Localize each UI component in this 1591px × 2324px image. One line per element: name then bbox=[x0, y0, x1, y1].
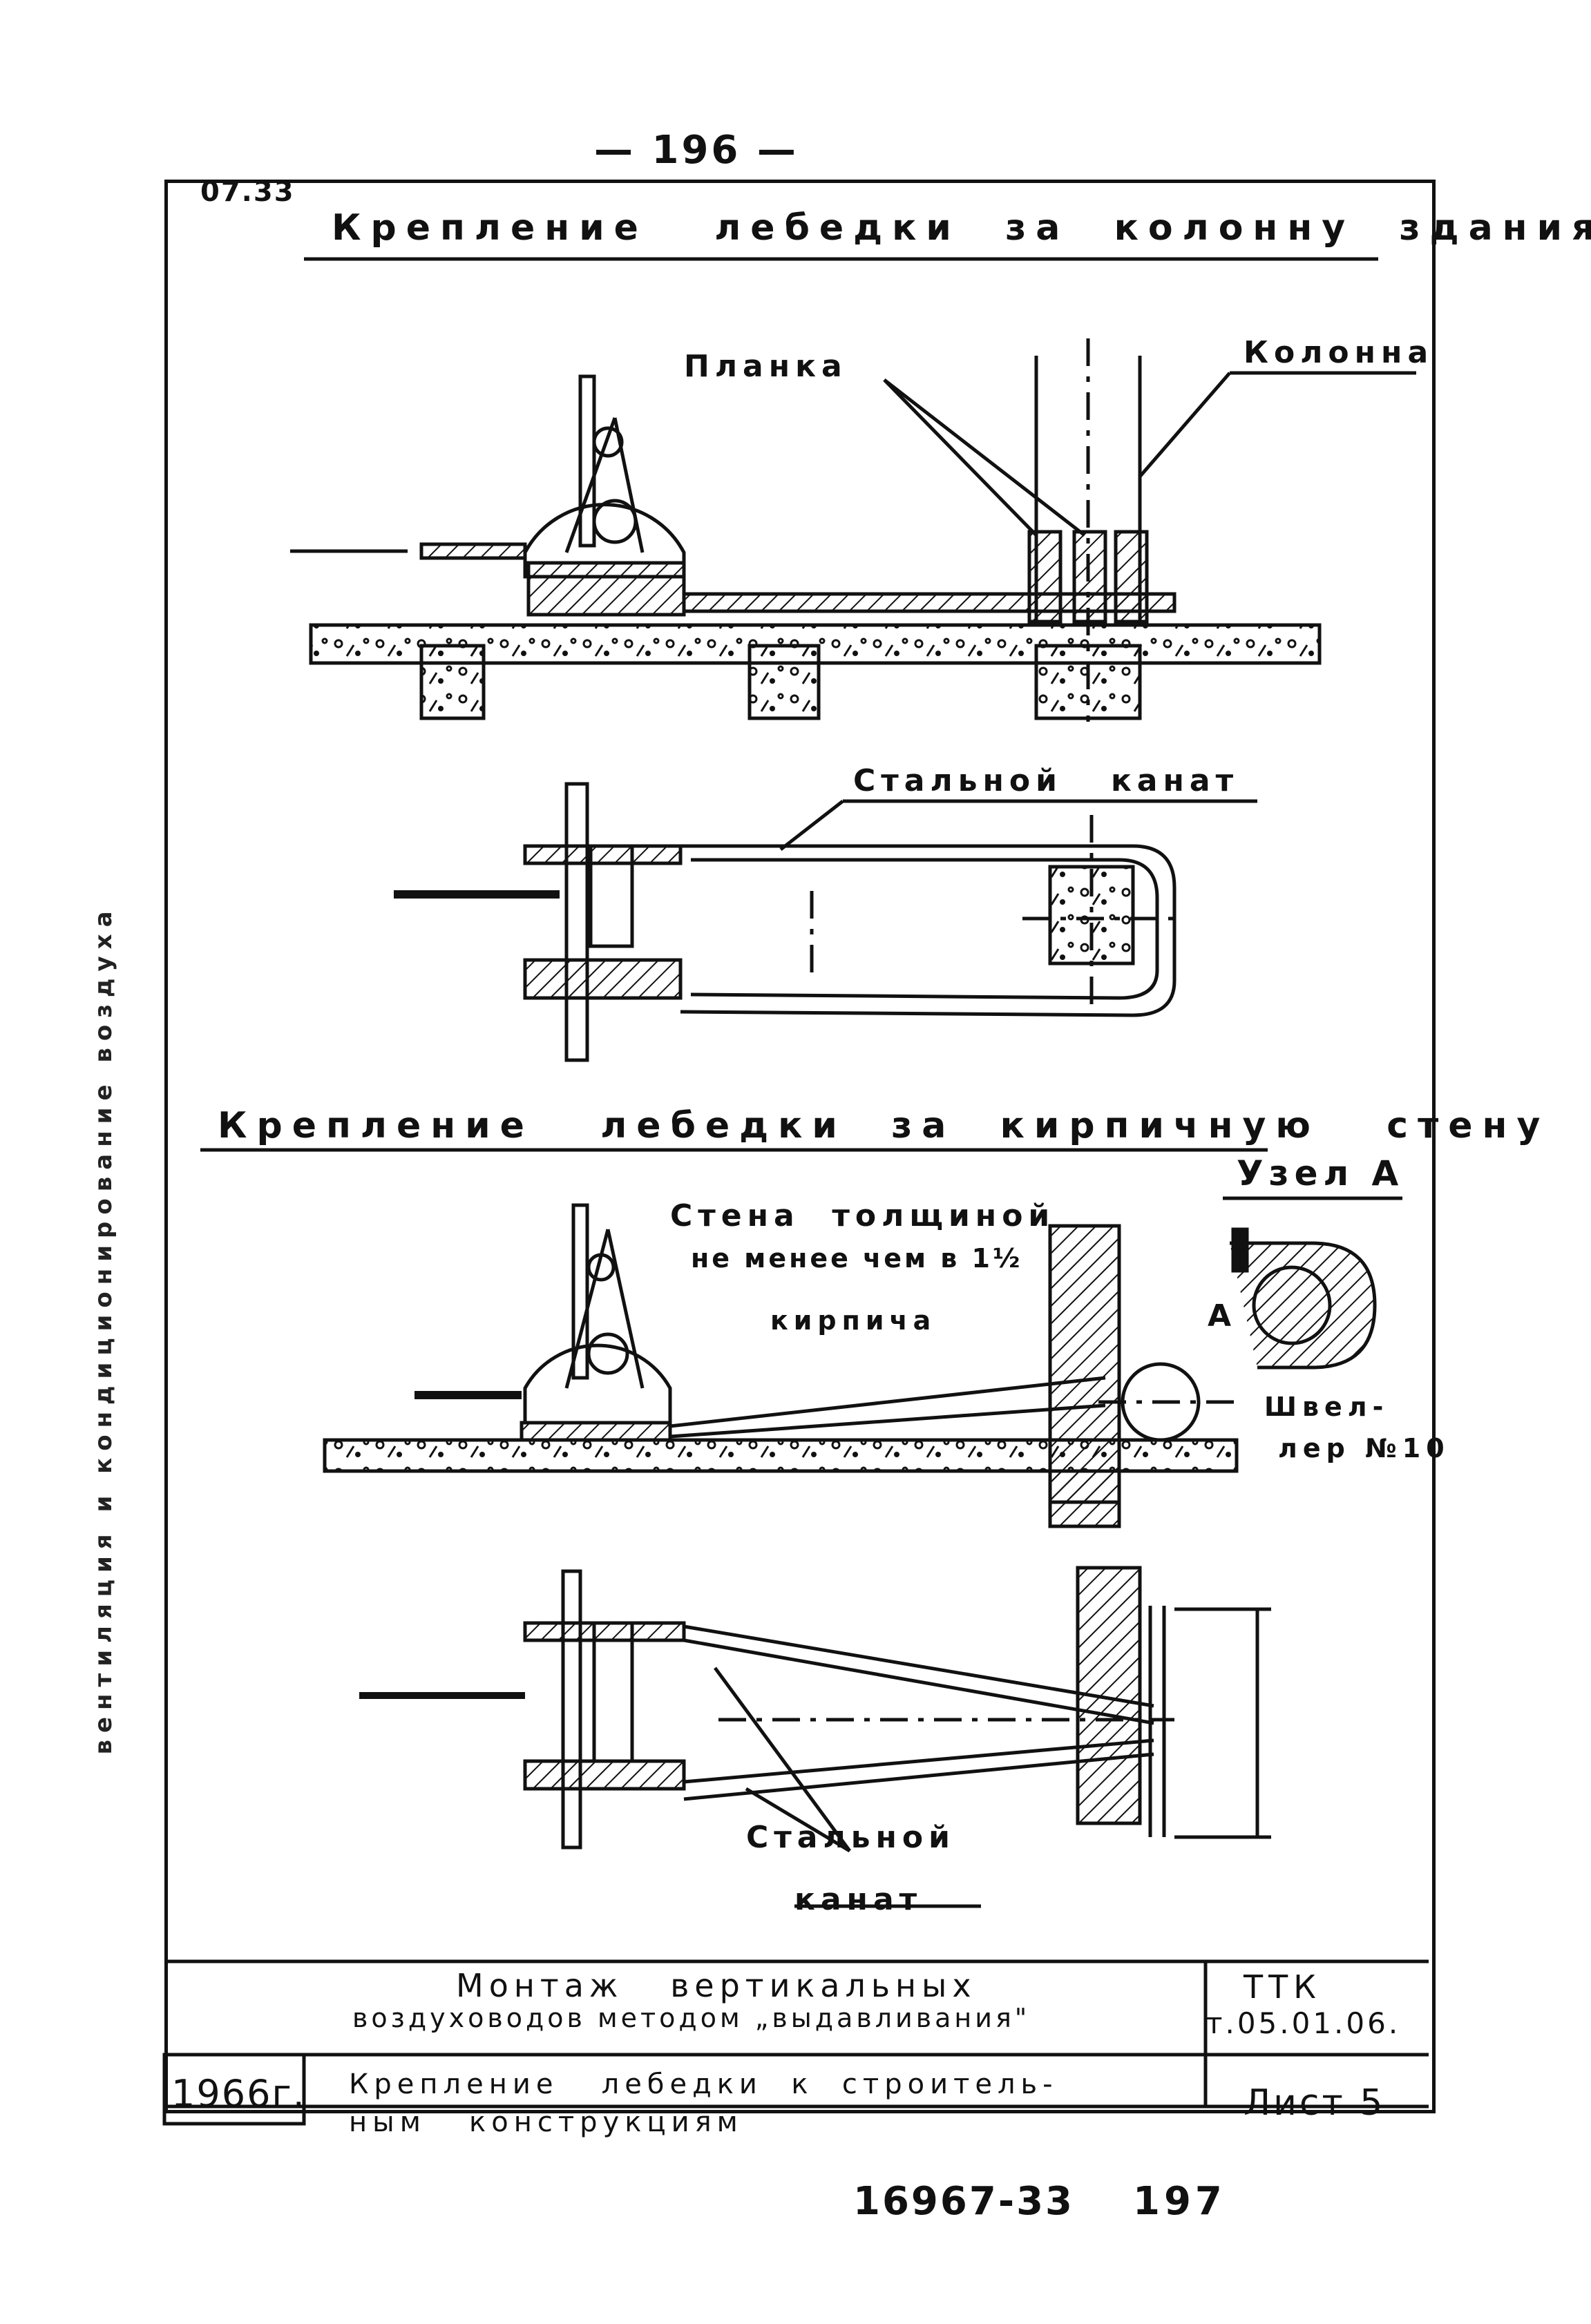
label-channel-line1: Швел- bbox=[1264, 1392, 1389, 1422]
label-wall-line3: кирпича bbox=[770, 1305, 937, 1336]
drawing-frame bbox=[164, 180, 1436, 2113]
label-wall-line1: Стена толщиной bbox=[670, 1198, 1056, 1233]
title-block-sheet: Лист 5 bbox=[1244, 2082, 1386, 2124]
title-block-main-line2: воздуховодов методом „выдавливания" bbox=[352, 2003, 1031, 2033]
section2-title: Крепление лебедки за кирпичную стену bbox=[218, 1105, 1550, 1146]
column-plan bbox=[394, 782, 1257, 1062]
label-kolonna: Колонна bbox=[1244, 335, 1434, 370]
label-planka: Планка bbox=[684, 349, 848, 384]
wall-plan bbox=[359, 1566, 1271, 1908]
title-underlines bbox=[200, 257, 1402, 1200]
section1-title: Крепление лебедки за колонну здания bbox=[332, 207, 1591, 249]
bottom-page-number: 197 bbox=[1133, 2179, 1226, 2224]
label-wall-line2: не менее чем в 1½ bbox=[691, 1243, 1023, 1274]
column-elevation bbox=[290, 338, 1416, 722]
title-block-lines bbox=[162, 1959, 1429, 2126]
title-block-main-line1: Монтаж вертикальных bbox=[456, 1967, 977, 2004]
label-steel-rope-1: Стальной канат bbox=[853, 763, 1239, 798]
corner-code: 07.33 bbox=[200, 176, 295, 208]
bottom-code: 16967-33 bbox=[853, 2179, 1074, 2224]
title-block-sub-line1: Крепление лебедки к строитель- bbox=[349, 2068, 1058, 2100]
label-steel-rope-2b: канат bbox=[794, 1882, 923, 1917]
title-block-code-line1: ТТК bbox=[1244, 1968, 1322, 2006]
label-channel-line2: лер №10 bbox=[1278, 1433, 1450, 1463]
wall-elevation bbox=[323, 1203, 1377, 1528]
label-node-a: Узел А bbox=[1237, 1153, 1404, 1193]
title-block-code-line2: т.05.01.06. bbox=[1206, 2006, 1401, 2040]
top-page-number: — 196 — bbox=[594, 128, 799, 173]
label-a-marker: А bbox=[1208, 1298, 1237, 1334]
title-block-sub-line2: ным конструкциям bbox=[349, 2106, 743, 2138]
